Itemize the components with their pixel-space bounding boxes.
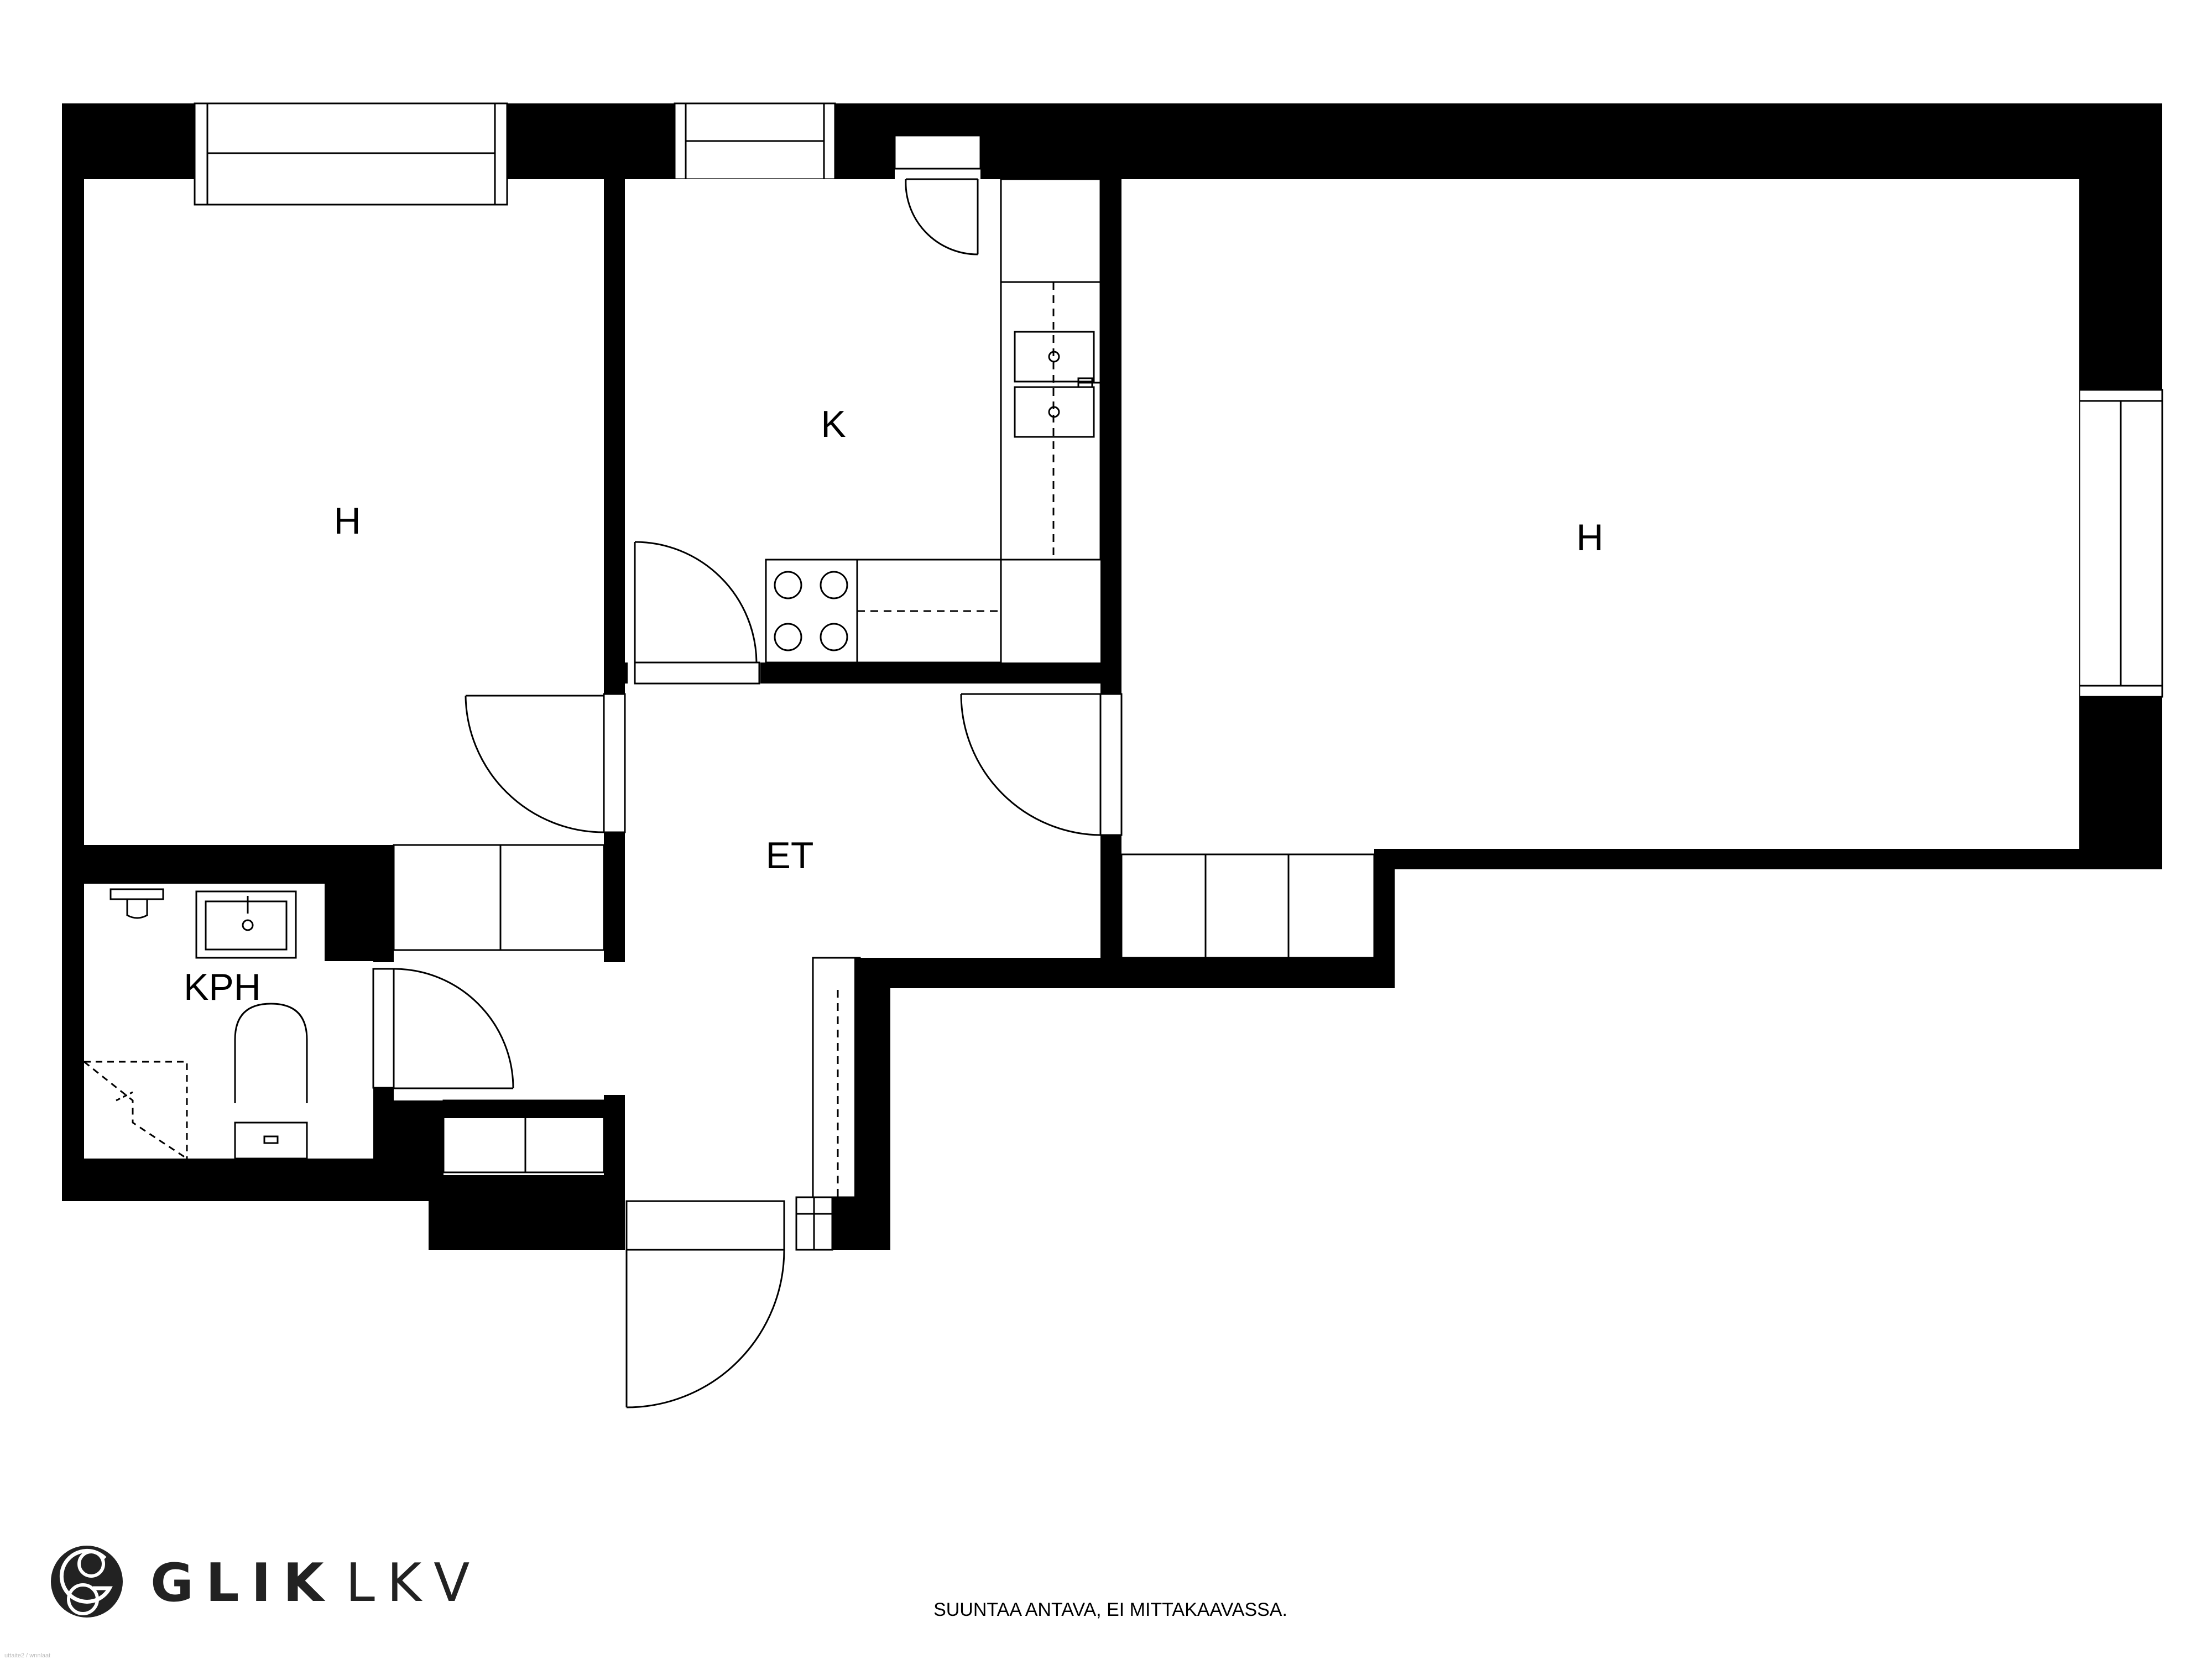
kitchen-counter-right	[1000, 178, 1102, 561]
shower-area	[84, 1061, 188, 1159]
fixtures	[84, 134, 1375, 1251]
brand-name-light: LKV	[346, 1553, 482, 1614]
glik-monogram-icon	[51, 1546, 123, 1618]
stove	[765, 559, 858, 664]
bathroom-floor	[84, 884, 325, 1159]
scale-disclaimer: SUUNTAA ANTAVA, EI MITTAKAAVASSA.	[933, 1599, 1287, 1620]
room-label-hall: ET	[766, 834, 814, 877]
hall-lower-floor	[625, 958, 854, 1197]
closet	[393, 844, 605, 951]
doors	[372, 178, 1123, 1408]
brand-name-bold: GLIK	[150, 1553, 336, 1614]
bathroom-sink	[195, 890, 297, 959]
living-floor	[1121, 179, 2079, 849]
toilet	[234, 1003, 308, 1103]
windows	[194, 102, 2163, 698]
room-label-bathroom: KPH	[184, 966, 261, 1008]
room-label-bedroom: H	[333, 500, 361, 542]
kitchen-floor	[625, 179, 1100, 662]
hall-floor	[625, 684, 1100, 958]
room-label-living: H	[1576, 517, 1603, 559]
image-credit: uttaite2 / wnnlaat	[4, 1652, 50, 1659]
living-wardrobe	[1120, 853, 1375, 959]
bathroom-floor-2	[325, 961, 373, 1159]
closet-floor	[394, 845, 604, 1100]
room-label-kitchen: K	[821, 403, 846, 445]
kitchen-sink	[1014, 331, 1095, 383]
hall-cabinet	[812, 957, 861, 1198]
bedroom-floor	[84, 206, 604, 845]
living-alcove-floor	[1121, 849, 1374, 958]
